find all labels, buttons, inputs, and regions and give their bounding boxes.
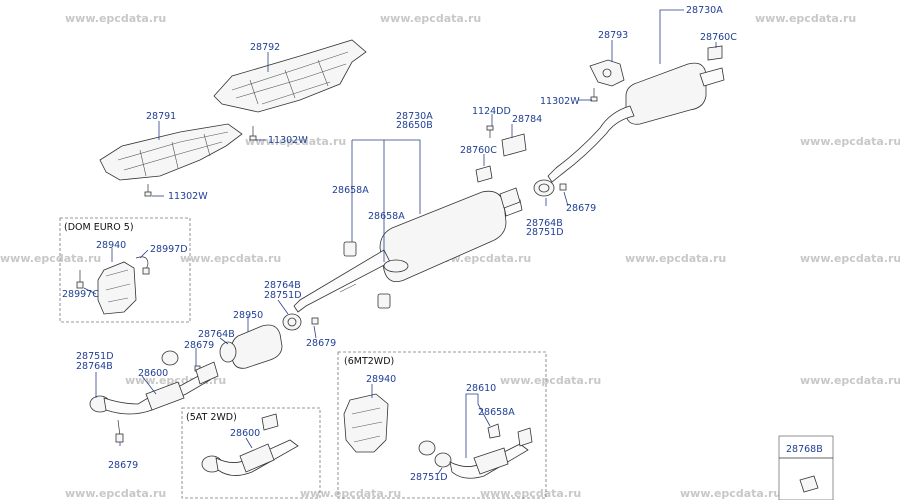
leader-lines	[83, 9, 717, 475]
watermark: www.epcdata.ru	[500, 374, 601, 387]
nut-28679-bottom	[115, 419, 124, 443]
watermark: www.epcdata.ru	[65, 12, 166, 25]
bolt-11302W-b	[144, 184, 152, 197]
part-labels: 28730A 28793 28760C 11302W 28792 11302W …	[62, 5, 823, 483]
watermark: www.epcdata.ru	[800, 252, 900, 265]
label-28940-euro: 28940	[96, 240, 126, 251]
gasket-28764B-r	[533, 179, 555, 197]
bracket-28768B	[799, 475, 819, 493]
label-28679-bottom: 28679	[108, 460, 138, 471]
label-28751D-mid: 28751D	[264, 290, 302, 301]
label-28730A-mid: 28730A	[396, 111, 433, 122]
rubber-hanger-28760C-top	[707, 45, 723, 61]
label-28940-6mt: 28940	[366, 374, 396, 385]
rear-muffler	[547, 62, 725, 183]
o2-sensor-28997C	[76, 270, 84, 289]
label-28760C-top: 28760C	[700, 32, 737, 43]
watermark: www.epcdata.ru	[300, 487, 401, 500]
watermark: www.epcdata.ru	[625, 252, 726, 265]
label-28658A-a: 28658A	[332, 185, 369, 196]
watermark: www.epcdata.ru	[800, 374, 900, 387]
catalytic-converter-28940-6mt	[343, 393, 389, 453]
hanger-bracket-28793	[589, 59, 625, 87]
label-28768B: 28768B	[786, 444, 823, 455]
label-11302W-right: 11302W	[540, 96, 580, 107]
label-28950: 28950	[233, 310, 263, 321]
watermark: www.epcdata.ru	[800, 135, 900, 148]
label-28764B-right: 28764B	[526, 218, 563, 229]
rubber-hanger-28658A-b	[377, 293, 391, 309]
box-dom-euro5	[59, 217, 191, 323]
label-28658A-6mt: 28658A	[478, 407, 515, 418]
watermark: www.epcdata.ru	[480, 487, 581, 500]
nut-28679-m	[311, 317, 319, 325]
label-28764B-mid: 28764B	[264, 280, 301, 291]
gasket-28764B-l	[161, 350, 179, 366]
box-6mt-2wd	[337, 351, 547, 499]
box-5at-2wd	[181, 407, 321, 499]
heat-shield-28792	[213, 39, 367, 113]
label-28610: 28610	[466, 383, 496, 394]
label-28679-mid: 28679	[306, 338, 336, 349]
label-28600-5at: 28600	[230, 428, 260, 439]
label-28784: 28784	[512, 114, 542, 125]
watermark: www.epcdata.ru	[65, 487, 166, 500]
heat-shield-28791	[99, 123, 243, 181]
front-pipe-28600	[89, 361, 219, 415]
bolt-11302W-c	[590, 88, 598, 102]
label-28600: 28600	[138, 368, 168, 379]
gasket-6mt	[418, 440, 452, 468]
nut-28679-r	[559, 183, 567, 191]
label-28751D-6mt: 28751D	[410, 472, 448, 483]
watermark: www.epcdata.ru	[245, 135, 346, 148]
label-28751D-right: 28751D	[526, 227, 564, 238]
label-28764B-left2: 28764B	[76, 361, 113, 372]
label-28792: 28792	[250, 42, 280, 53]
bolt-11302W-a	[249, 126, 257, 141]
label-28658A-b: 28658A	[368, 211, 405, 222]
bracket-28784	[501, 133, 527, 157]
watermark: www.epcdata.ru	[380, 12, 481, 25]
label-28679-right: 28679	[566, 203, 596, 214]
front-pipe-28610	[449, 423, 533, 479]
o2-sensor-28997D	[135, 256, 150, 275]
rubber-hanger-28760C-mid	[475, 165, 493, 183]
bolt-1124DD	[486, 125, 494, 138]
label-28650B: 28650B	[396, 120, 433, 131]
catalytic-converter-28940-euro	[97, 261, 137, 315]
caption-dom-euro5: (DOM EURO 5)	[64, 222, 134, 233]
label-28751D-left: 28751D	[76, 351, 114, 362]
label-28760C-mid: 28760C	[460, 145, 497, 156]
caption-6mt-2wd: (6MT2WD)	[344, 356, 394, 367]
label-11302W-mid: 11302W	[268, 135, 308, 146]
watermark: www.epcdata.ru	[680, 487, 781, 500]
watermark: www.epcdata.ru	[755, 12, 856, 25]
label-28730A-top: 28730A	[686, 5, 723, 16]
watermark: www.epcdata.ru	[0, 252, 101, 265]
label-28764B-left: 28764B	[198, 329, 235, 340]
label-28997D: 28997D	[150, 244, 188, 255]
label-28791: 28791	[146, 111, 176, 122]
gasket-28764B-m	[282, 313, 302, 331]
caption-5at-2wd: (5AT 2WD)	[186, 412, 237, 423]
label-28997C: 28997C	[62, 289, 99, 300]
watermark: www.epcdata.ru	[180, 252, 281, 265]
catalytic-converter-28950	[219, 324, 283, 369]
front-pipe-28600-5at	[201, 413, 299, 476]
label-28793: 28793	[598, 30, 628, 41]
label-11302W-left: 11302W	[168, 191, 208, 202]
pipe-flange-r	[499, 187, 521, 209]
center-muffler	[293, 190, 523, 313]
label-1124DD: 1124DD	[472, 106, 511, 117]
rubber-hanger-28658A-a	[343, 241, 357, 257]
label-28679-left: 28679	[184, 340, 214, 351]
